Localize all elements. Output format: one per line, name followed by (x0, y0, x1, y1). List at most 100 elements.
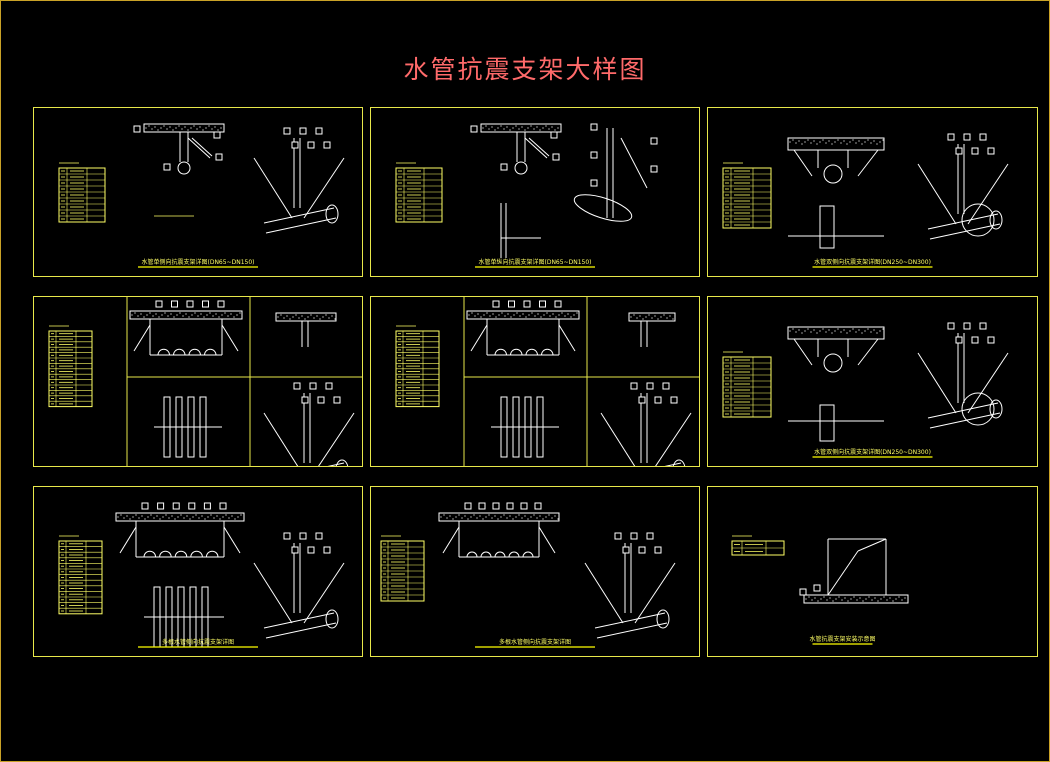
rect (787, 326, 885, 340)
slab-hatch (199, 126, 201, 128)
slab-hatch (536, 517, 538, 519)
rect (333, 396, 341, 404)
rect (536, 396, 544, 458)
slab-hatch (557, 127, 559, 129)
slab-hatch (512, 127, 514, 129)
slab-hatch (549, 315, 551, 317)
slab-hatch (516, 312, 518, 314)
slab-hatch (292, 316, 294, 318)
slab-hatch (829, 597, 831, 599)
slab-hatch (789, 141, 791, 143)
slab-hatch (489, 315, 491, 317)
slab-hatch (479, 515, 481, 517)
line (263, 612, 335, 629)
slab-hatch (801, 332, 803, 334)
sheet-2: 水管单纵向抗震支架详图(DN65~DN150) (370, 107, 700, 277)
rect (979, 322, 987, 330)
line (191, 137, 213, 157)
slab-hatch (546, 312, 548, 314)
rect (315, 532, 323, 540)
line (133, 324, 151, 352)
pipe-section (514, 161, 528, 175)
rect (813, 584, 821, 592)
slab-hatch (846, 332, 848, 334)
slab-hatch (847, 600, 849, 602)
rect (58, 167, 106, 223)
slab-hatch (452, 518, 454, 520)
pipe-end (672, 459, 686, 466)
slab-hatch (307, 316, 309, 318)
rect (508, 300, 515, 308)
slab-hatch (542, 518, 544, 520)
slab-hatch (169, 126, 171, 128)
line (655, 412, 692, 466)
slab-hatch (328, 317, 330, 319)
rect (520, 502, 528, 510)
slab-hatch (570, 316, 572, 318)
slab-hatch (515, 516, 517, 518)
rect (552, 153, 560, 161)
slab-hatch (295, 314, 297, 316)
pipe-end (335, 459, 349, 466)
slab-hatch (474, 315, 476, 317)
line (793, 149, 813, 177)
rect (670, 396, 678, 404)
line (442, 526, 460, 554)
slab-hatch (159, 518, 161, 520)
slab-hatch (319, 318, 321, 320)
slab-hatch (660, 316, 662, 318)
slab-hatch (870, 331, 872, 333)
slab-hatch (879, 330, 881, 332)
line (664, 462, 682, 466)
slab-hatch (504, 315, 506, 317)
rect (157, 502, 165, 510)
slab-hatch (156, 515, 158, 517)
slab-hatch (141, 515, 143, 517)
slab-hatch (507, 313, 509, 315)
pipe-section (541, 348, 554, 356)
rect (217, 300, 225, 308)
slab-hatch (138, 517, 140, 519)
slab-hatch (831, 143, 833, 145)
rect (971, 147, 979, 155)
slab-hatch (449, 515, 451, 517)
pipe-section (480, 551, 492, 558)
slab-hatch (557, 518, 559, 520)
line (857, 149, 879, 177)
slab-hatch (882, 139, 884, 141)
line (303, 157, 345, 219)
rect (283, 532, 291, 540)
pipe-section (190, 550, 203, 558)
slab-hatch (166, 128, 168, 130)
slab-hatch (236, 314, 238, 316)
slab-hatch (816, 332, 818, 334)
slab-hatch (175, 127, 177, 129)
slab-hatch (856, 599, 858, 601)
slab-hatch (222, 516, 224, 518)
slab-hatch (500, 516, 502, 518)
line (318, 412, 355, 466)
slab-hatch (240, 514, 242, 516)
pipe-section (143, 550, 157, 558)
rect (622, 546, 630, 554)
slab-hatch (657, 318, 659, 320)
slab-hatch (873, 329, 875, 331)
rect (523, 300, 531, 308)
slab-hatch (201, 515, 203, 517)
slab-hatch (558, 314, 560, 316)
line (967, 163, 1009, 225)
slab-hatch (179, 312, 181, 314)
slab-hatch (480, 316, 482, 318)
sheet-drawing: 水管单侧向抗震支架详图(DN65~DN150) (58, 123, 345, 268)
rect (650, 137, 658, 145)
slab-hatch (234, 518, 236, 520)
slab-hatch (146, 314, 148, 316)
slab-hatch (210, 514, 212, 516)
slab-hatch (518, 128, 520, 130)
slab-hatch (506, 517, 508, 519)
slab-hatch (482, 518, 484, 520)
pipe-section (508, 551, 520, 558)
slab-hatch (277, 316, 279, 318)
rect (464, 502, 472, 510)
sheet-caption: 水管单侧向抗震支架详图(DN65~DN150) (141, 258, 254, 266)
